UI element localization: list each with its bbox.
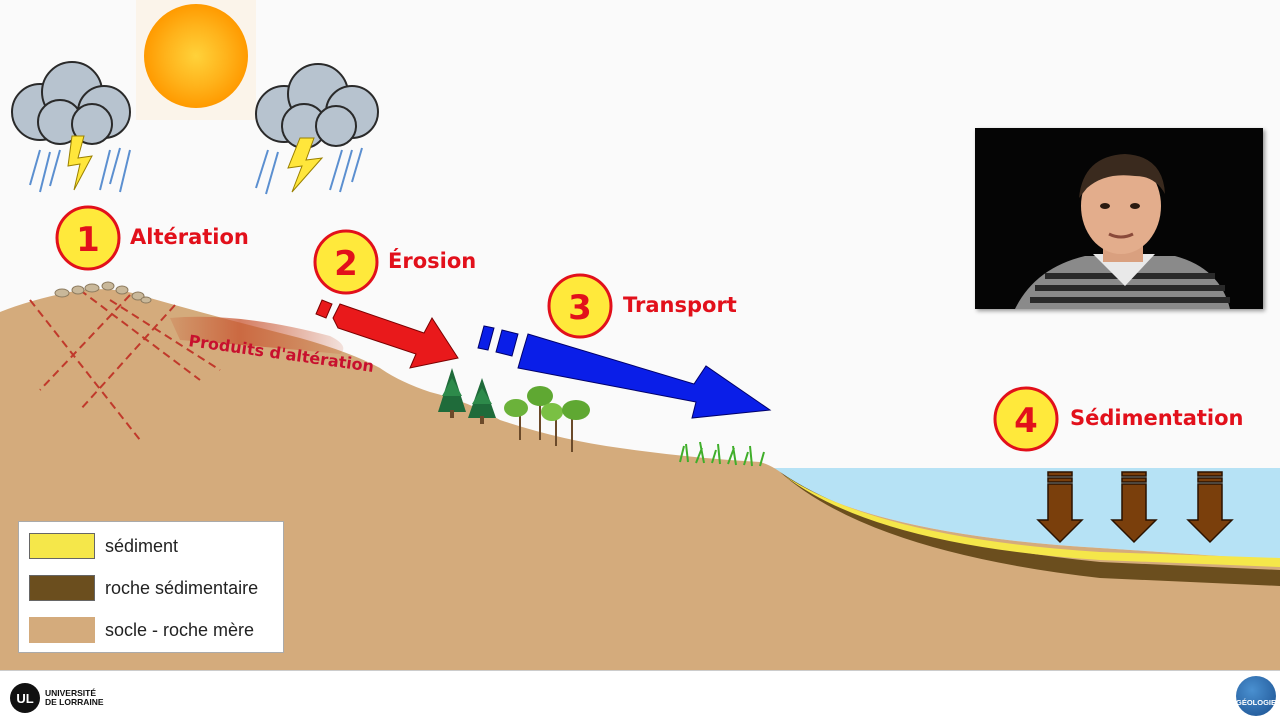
universite-de-lorraine-logo: UL UNIVERSITÉ DE LORRAINE [10,683,104,713]
footer [0,670,1280,721]
storm-cloud-icon [11,61,131,193]
step-1: 1 Altération [55,205,249,271]
ul-logo-mark: UL [10,683,40,713]
step-1-badge [55,205,121,271]
step-3-number: 3 [568,288,592,328]
presenter-video[interactable] [975,128,1263,309]
step-3-label: Transport [623,293,737,317]
legend-item-sedimentary-rock: roche sédimentaire [29,574,258,602]
step-3: 3 Transport [547,273,737,339]
legend-label-sediment: sédiment [105,535,179,556]
step-1-label: Altération [130,225,249,249]
step-2-badge [313,229,379,295]
step-2-number: 2 [334,244,358,284]
legend-label-sedimentary-rock: roche sédimentaire [105,577,259,598]
sea [770,468,1280,560]
sedimentation-arrow [1186,471,1234,544]
sedimentation-arrow [1110,471,1158,544]
bedrock-ground [0,289,1280,670]
legend-swatch-sediment [29,533,95,559]
legend-label-bedrock: socle - roche mère [105,619,255,640]
ul-logo-line2: DE LORRAINE [45,697,104,707]
legend-item-bedrock: socle - roche mère [29,616,254,644]
step-1-number: 1 [76,220,100,260]
legend-swatch-sedimentary-rock [29,575,95,601]
geology-logo: GÉOLOGIE [1236,676,1276,716]
legend-item-sediment: sédiment [29,532,178,560]
erosion-arrow [315,299,459,369]
step-4-badge [993,386,1059,452]
sedimentation-arrow [1036,471,1084,544]
alteration-products-zone [170,316,344,354]
weathered-pebbles [54,281,152,304]
legend: sédiment roche sédimentaire socle - roch… [18,521,284,653]
geology-logo-text: GÉOLOGIE [1236,698,1277,707]
presenter-image [975,128,1263,309]
storm-cloud-icon [255,63,379,195]
step-4-label: Sédimentation [1070,406,1244,430]
step-2-label: Érosion [388,248,476,273]
sun-icon [136,0,256,120]
step-4-number: 4 [1014,401,1038,441]
grass [679,441,765,467]
ul-logo-line1: UNIVERSITÉ [45,688,97,698]
step-3-badge [547,273,613,339]
sedimentary-rock-layer [780,472,1280,586]
ul-logo-text: UNIVERSITÉ DE LORRAINE [45,689,104,707]
legend-swatch-bedrock [29,617,95,643]
sediment-layer [785,476,1280,567]
step-4: 4 Sédimentation [993,386,1244,452]
transport-arrow [477,325,772,419]
weathering-fractures [29,289,221,441]
step-2: 2 Érosion [313,229,476,295]
conifer-trees [438,368,496,424]
deciduous-trees [504,386,590,452]
